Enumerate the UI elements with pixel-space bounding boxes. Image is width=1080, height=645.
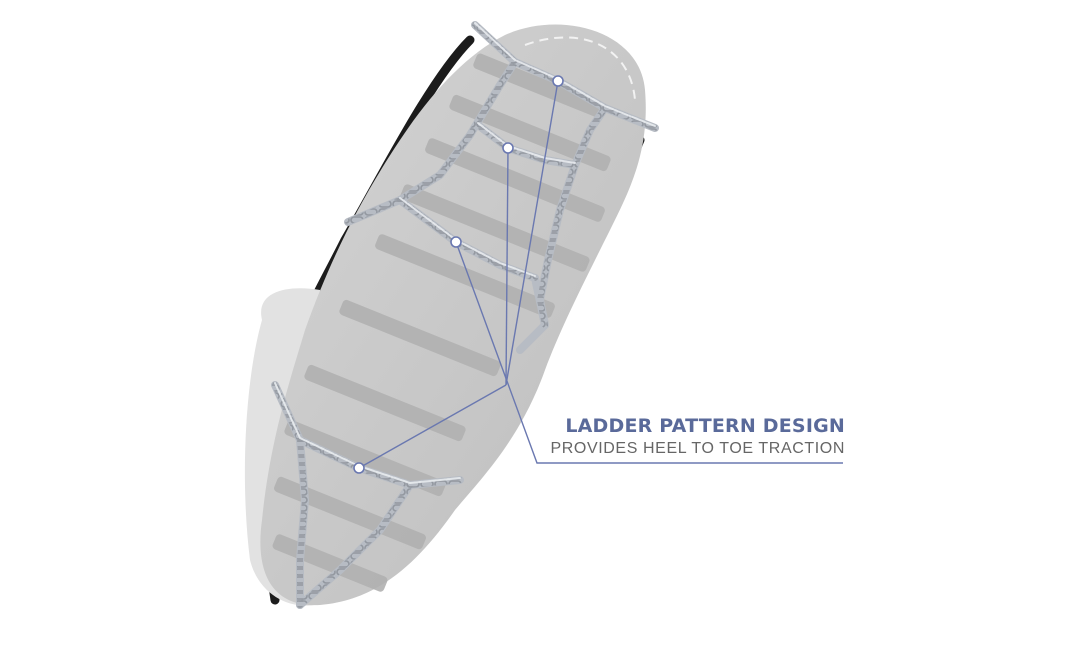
callout-dot <box>353 462 365 474</box>
callout-leader-lines <box>358 80 843 469</box>
callout-title: LADDER PATTERN DESIGN <box>565 415 845 437</box>
callout-points <box>353 75 564 474</box>
callout-dot <box>552 75 564 87</box>
callout-dot <box>502 142 514 154</box>
ladder-chain <box>271 21 659 609</box>
feature-callout: LADDER PATTERN DESIGN PROVIDES HEEL TO T… <box>540 414 845 459</box>
boot-sole <box>260 24 646 606</box>
callout-dot <box>450 236 462 248</box>
callout-subtitle: PROVIDES HEEL TO TOE TRACTION <box>550 440 845 457</box>
